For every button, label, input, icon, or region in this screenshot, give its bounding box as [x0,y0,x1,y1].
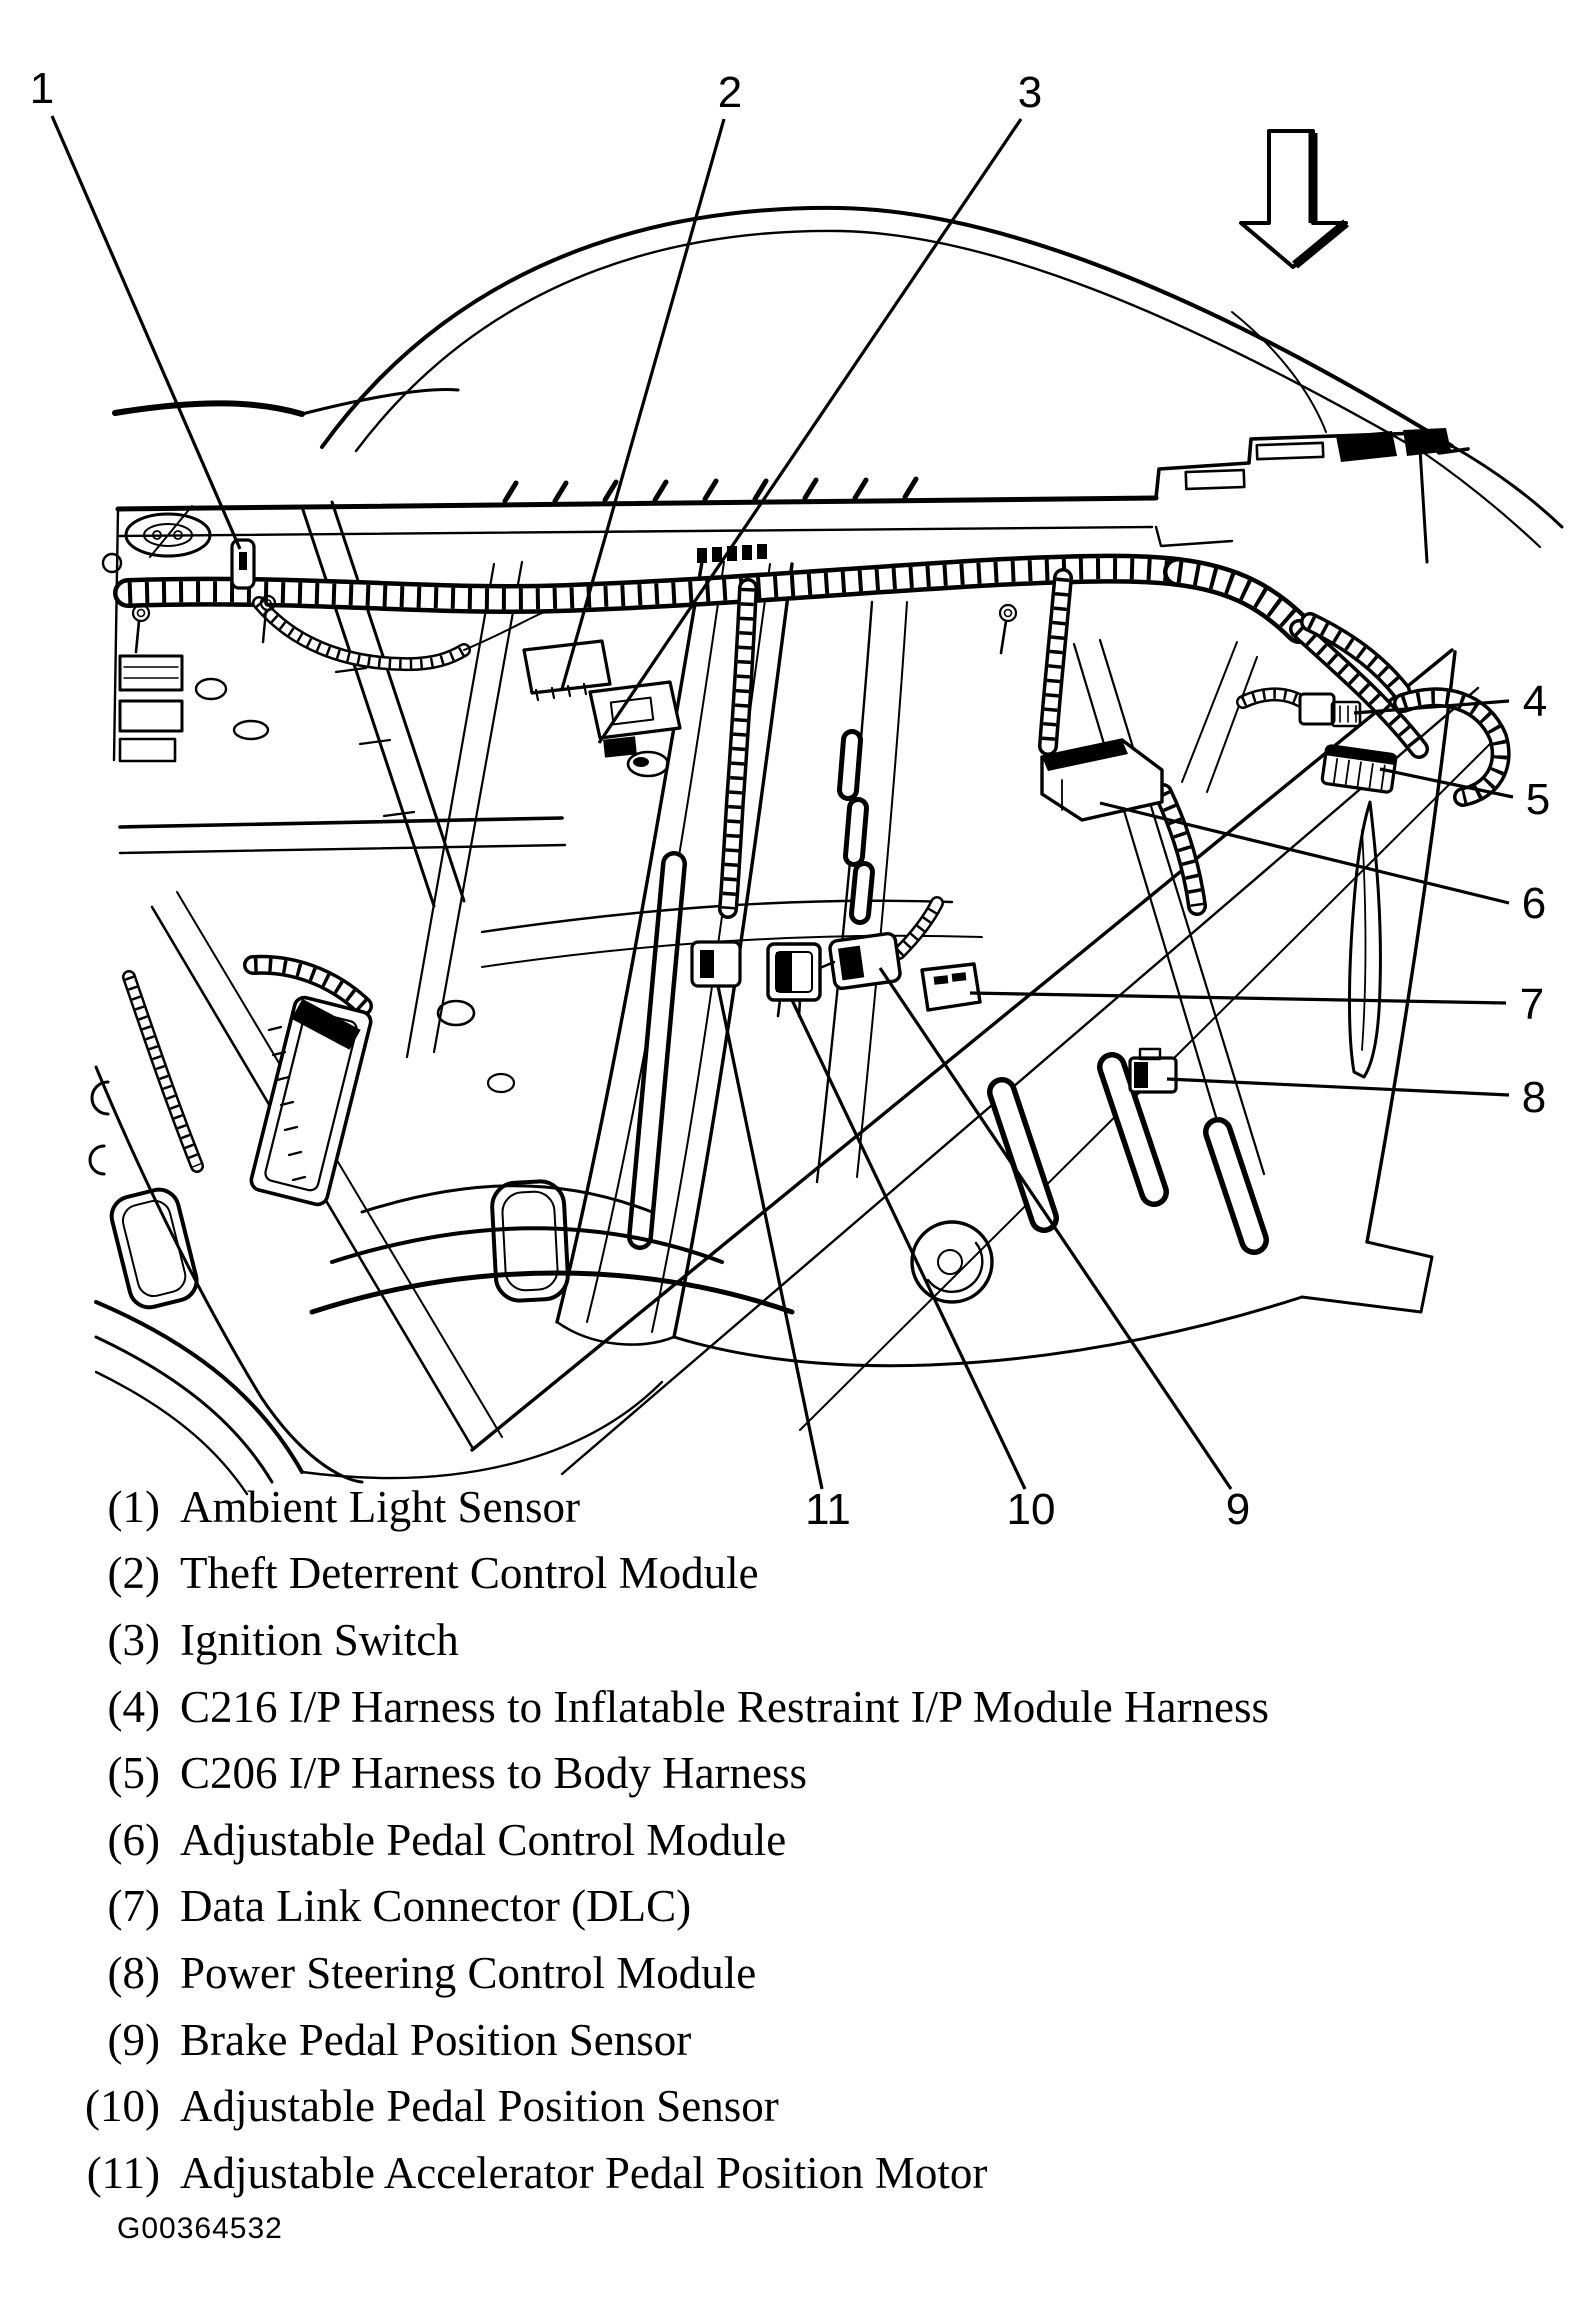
legend-number: (1) [107,1481,160,1532]
legend-item: (8) Power Steering Control Module [0,1940,1560,2007]
ignition-switch [588,680,682,778]
legend-label: Adjustable Pedal Control Module [180,1814,787,1865]
callout-number-6: 6 [1522,879,1546,928]
callout-number-11: 11 [805,1485,851,1534]
leader-11 [716,985,824,1490]
legend-label: C216 I/P Harness to Inflatable Restraint… [180,1681,1269,1732]
callout-number-1: 1 [30,64,54,113]
legend-item: (1) Ambient Light Sensor [0,1474,1560,1541]
legend-label: Brake Pedal Position Sensor [180,2014,692,2065]
leader-3 [597,118,1023,744]
dash-hatch-marks [502,476,919,504]
callout-number-3: 3 [1018,68,1042,117]
callout-number-4: 4 [1523,677,1547,726]
legend-number: (11) [86,2147,160,2198]
seat-track-slots [987,1052,1269,1255]
callout-number-8: 8 [1522,1073,1546,1122]
callout-number-7: 7 [1520,980,1544,1029]
leader-lines [50,115,1514,1490]
floor-drain [910,1220,994,1304]
leader-1 [50,115,242,550]
instrument-cluster [101,505,212,574]
legend-label: Adjustable Accelerator Pedal Position Mo… [180,2147,988,2198]
legend-number: (8) [107,1947,160,1998]
leader-9 [878,967,1233,1490]
callout-number-2: 2 [718,68,742,117]
legend-number: (10) [85,2081,160,2132]
down-arrow-icon [1239,129,1349,269]
firewall-teeth [697,544,767,563]
wiring-harness [128,569,1501,1166]
legend: (1) Ambient Light Sensor (2) Theft Deterre… [0,1474,1560,2207]
legend-item: (3) Ignition Switch [0,1607,1560,1674]
legend-number: (5) [107,1748,160,1799]
brake-pedal-position-sensor-connector [818,931,902,991]
legend-item: (9) Brake Pedal Position Sensor [0,2007,1560,2074]
cowl-and-dome-outline [112,205,1564,549]
left-fuse-blocks [88,594,1018,1176]
callout-numbers: 1 2 3 4 5 6 7 8 9 10 11 [30,64,1550,1534]
body-harness-strap [1347,800,1382,1079]
leader-2 [560,118,726,690]
c216-connector [1298,692,1362,728]
callout-number-10: 10 [1007,1485,1056,1534]
data-link-connector [920,962,982,1012]
legend-item: (11) Adjustable Accelerator Pedal Positio… [0,2140,1560,2207]
legend-number: (7) [107,1881,160,1932]
leader-10 [790,999,1027,1490]
ambient-light-sensor [230,538,256,590]
legend-label: Power Steering Control Module [180,1947,757,1998]
figure-id: G00364532 [117,2212,283,2245]
legend-item: (5) C206 I/P Harness to Body Harness [0,1740,1560,1807]
bcm-ribbed-module [249,995,373,1207]
legend-item: (6) Adjustable Pedal Control Module [0,1807,1560,1874]
leader-6 [1099,801,1510,905]
legend-item: (2) Theft Deterrent Control Module [0,1541,1560,1608]
callout-number-9: 9 [1226,1485,1250,1534]
steering-column [300,500,466,908]
pedal-position-sensor-connector [766,942,822,1018]
leader-8 [1166,1077,1510,1097]
legend-number: (6) [107,1814,160,1865]
legend-number: (9) [107,2014,160,2065]
legend-number: (2) [107,1548,160,1599]
legend-number: (3) [107,1614,160,1665]
leader-4 [1353,699,1510,715]
leader-7 [969,991,1507,1005]
legend-item: (10) Adjustable Pedal Position Sensor [0,2073,1560,2140]
adjustable-pedal-control-module [1040,738,1164,822]
legend-label: Data Link Connector (DLC) [180,1881,692,1932]
firewall-slots [837,729,875,925]
legend-number: (4) [107,1681,160,1732]
legend-item: (4) C216 I/P Harness to Inflatable Restra… [0,1674,1560,1741]
leader-5 [1379,767,1514,799]
legend-label: C206 I/P Harness to Body Harness [180,1748,808,1799]
c206-connector [1320,744,1398,794]
legend-label: Adjustable Pedal Position Sensor [180,2081,779,2132]
legend-label: Ambient Light Sensor [180,1481,580,1532]
legend-label: Ignition Switch [180,1614,459,1665]
power-steering-control-module [1128,1047,1178,1094]
callout-number-5: 5 [1526,775,1550,824]
accelerator-pedal-motor-connector [690,940,742,988]
legend-item: (7) Data Link Connector (DLC) [0,1874,1560,1941]
legend-label: Theft Deterrent Control Module [180,1548,759,1599]
